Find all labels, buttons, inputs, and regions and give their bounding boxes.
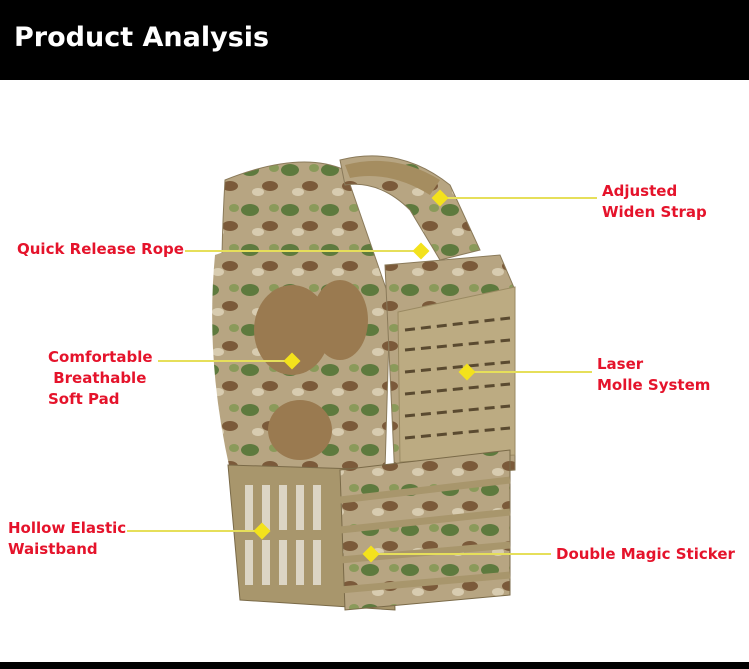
callout-line: Quick Release Rope [17, 240, 184, 258]
footer-bar [0, 662, 749, 669]
callout-line: Soft Pad [48, 390, 120, 408]
pointer-line [185, 250, 421, 252]
callout-line: Hollow Elastic [8, 519, 127, 537]
page-title: Product Analysis [14, 22, 270, 53]
callout-line: Comfortable [48, 348, 153, 366]
pointer-line [127, 530, 262, 532]
callout-line: Breathable [48, 369, 147, 387]
callout-line: Widen Strap [602, 203, 707, 221]
pointer-line [371, 553, 551, 555]
callout-line: Double Magic Sticker [556, 545, 735, 563]
callout-double-magic-sticker: Double Magic Sticker [556, 544, 735, 565]
pointer-line [440, 197, 597, 199]
callout-quick-release-rope: Quick Release Rope [17, 239, 184, 260]
callout-line: Molle System [597, 376, 711, 394]
callout-line: Adjusted [602, 182, 678, 200]
callout-line: Laser [597, 355, 644, 373]
pointer-line [158, 360, 292, 362]
callout-line: Waistband [8, 540, 98, 558]
header-bar: Product Analysis [0, 0, 749, 80]
pointer-line [467, 371, 592, 373]
